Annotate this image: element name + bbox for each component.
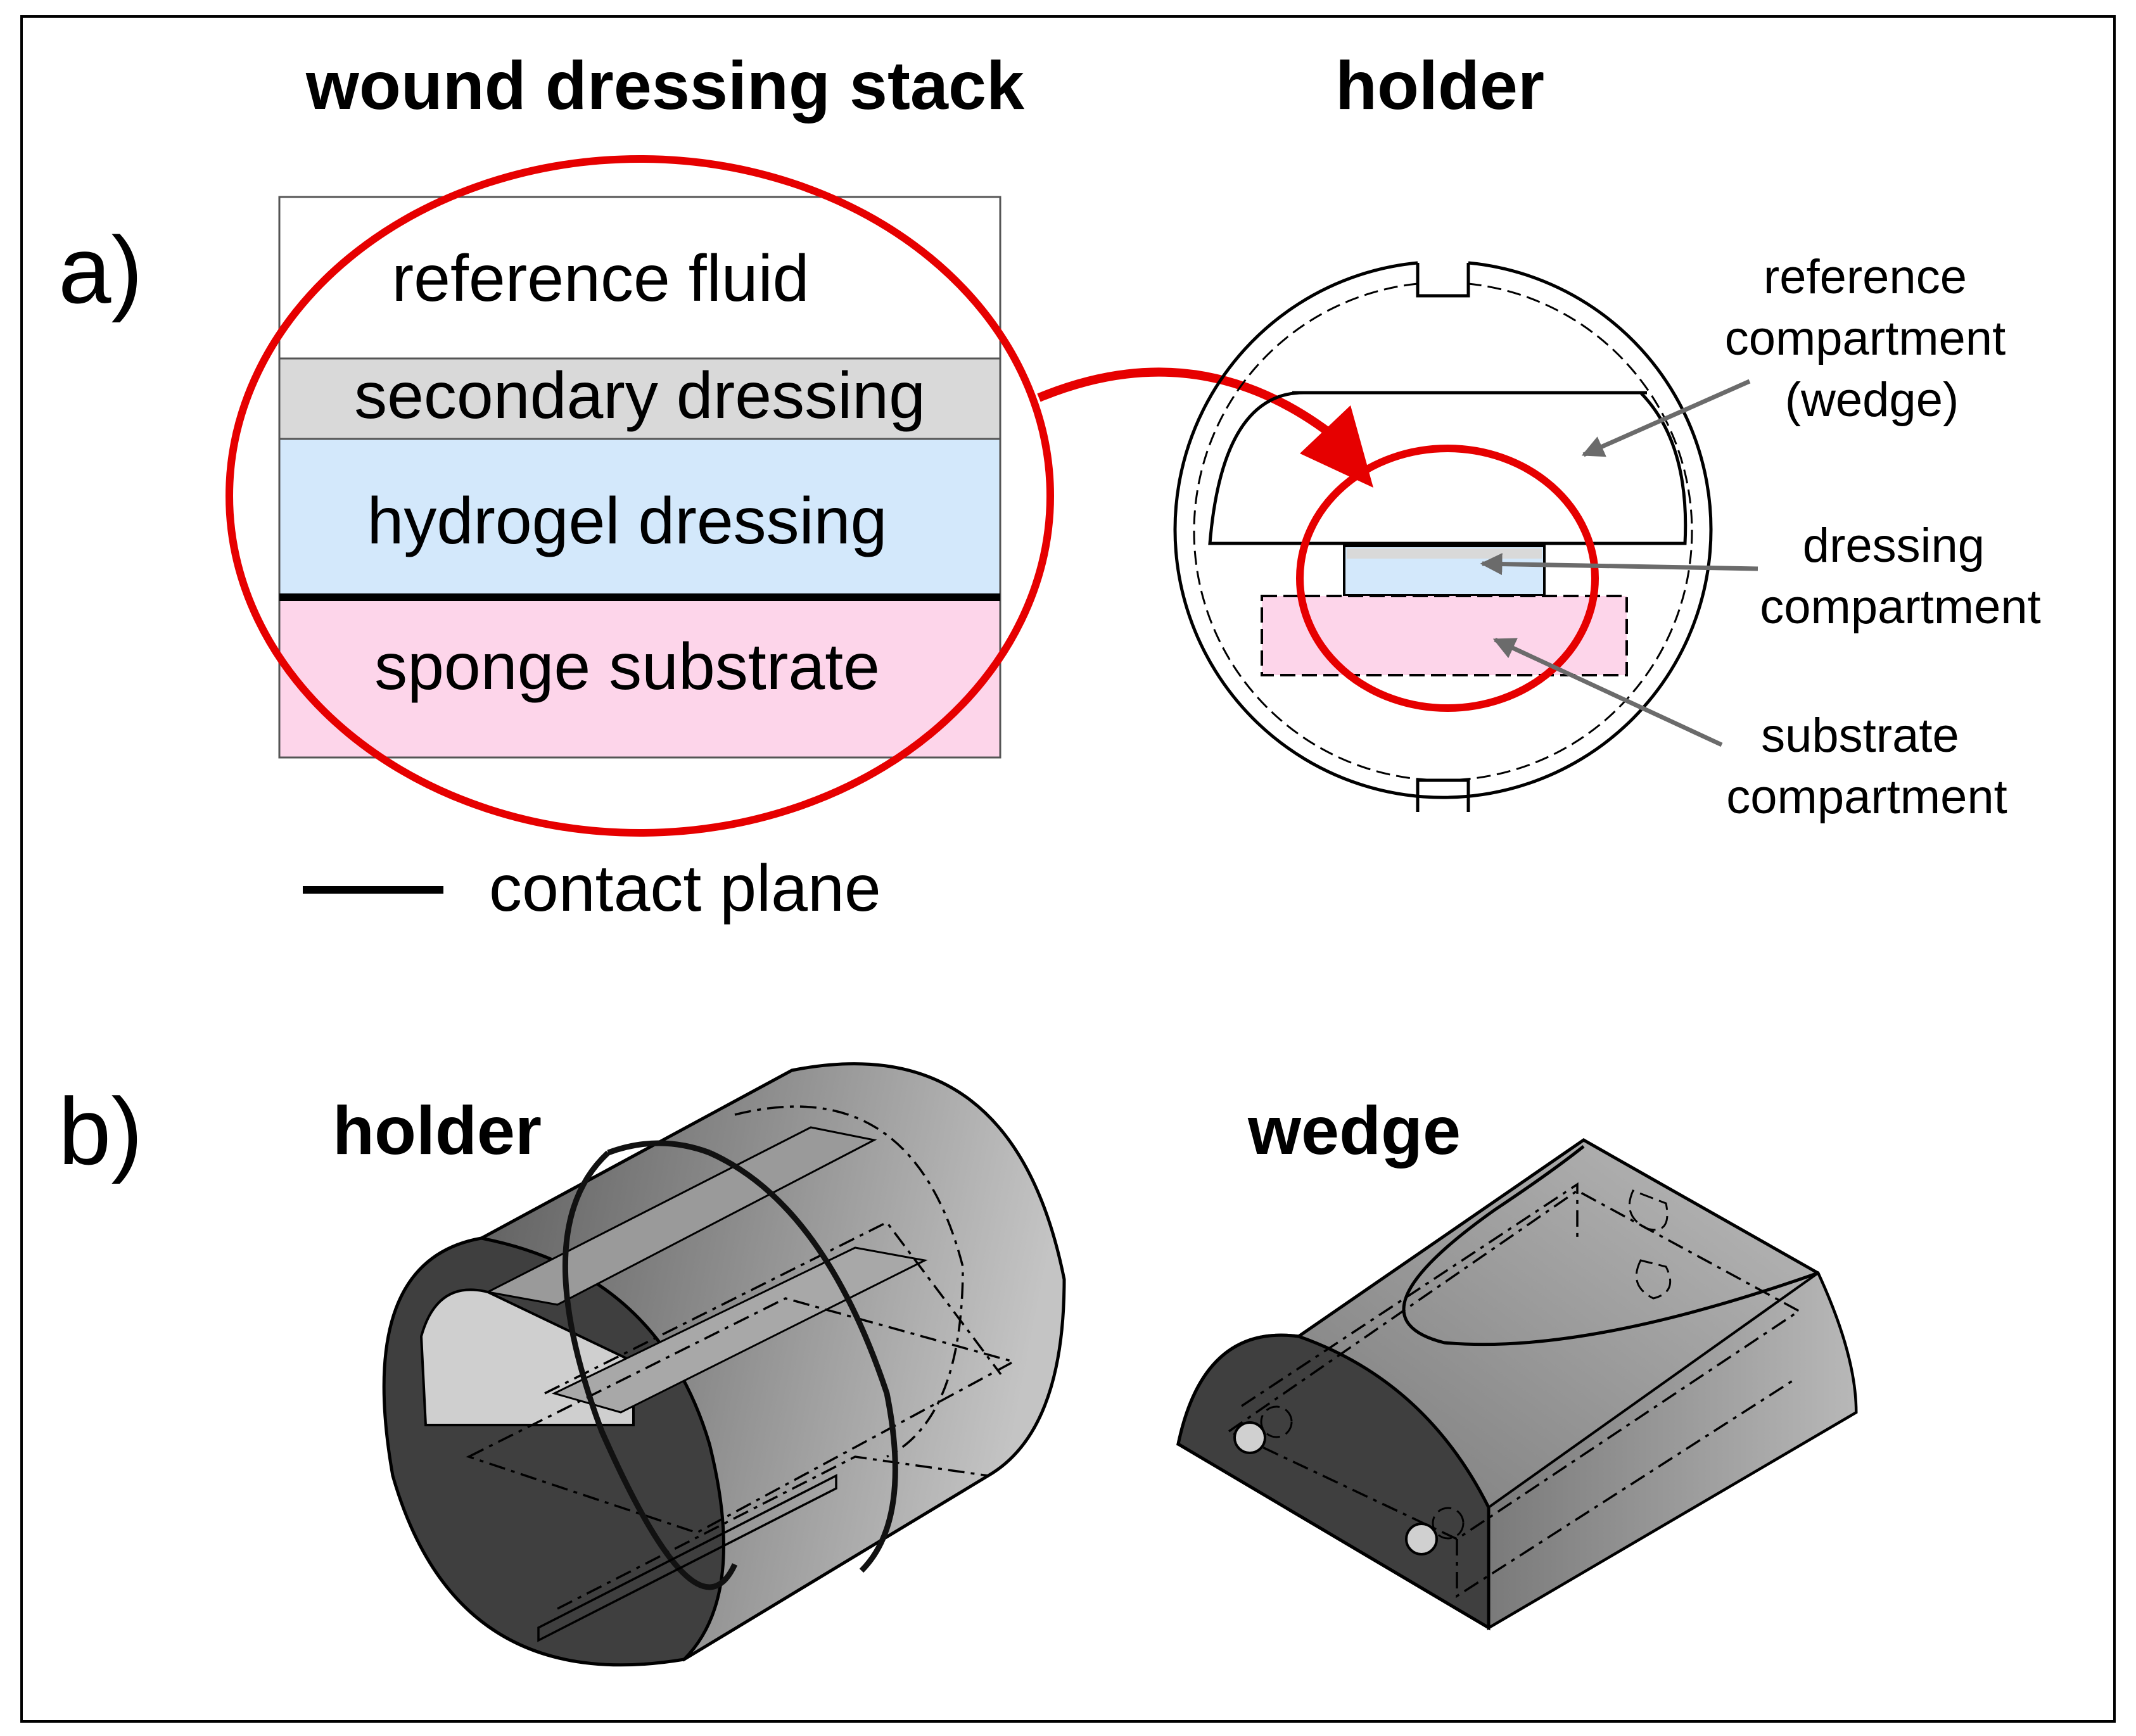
header-wound-dressing-stack: wound dressing stack — [305, 47, 1025, 124]
panel-a-label: a) — [58, 217, 143, 323]
dressing-stack: reference fluid secondary dressing hydro… — [278, 196, 1001, 759]
wedge-3d-hole-1 — [1233, 1421, 1266, 1454]
holder-3d-label: holder — [333, 1092, 542, 1169]
stack-to-holder-arrowhead — [1300, 405, 1373, 488]
holder-outer-circle — [1173, 261, 1713, 799]
layer-sponge-substrate — [278, 596, 1001, 759]
wedge-3d-hole-2 — [1405, 1523, 1438, 1555]
annotation-reference-line2: compartment — [1725, 312, 2006, 365]
wedge-3d-hidden-box-2 — [1241, 1182, 1793, 1599]
holder-3d-bottom-notch — [537, 1474, 837, 1642]
holder-3d-top-cavity — [485, 1126, 877, 1306]
layer-label-sponge-substrate: sponge substrate — [374, 630, 880, 704]
holder-highlight-ellipse — [1296, 445, 1599, 712]
annotation-substrate-compartment: substrate compartment — [1726, 709, 2007, 824]
annotation-reference-compartment: reference compartment (wedge) — [1725, 250, 2019, 427]
stack-to-holder-arrow — [1037, 367, 1346, 447]
layer-secondary-dressing — [278, 357, 1001, 440]
holder-bottom-notch — [1416, 778, 1470, 812]
layer-hydrogel-dressing — [278, 438, 1001, 599]
holder-3d-dressing-slot — [551, 1246, 928, 1414]
annotation-dressing-line1: dressing — [1803, 519, 1985, 573]
wedge-3d-label: wedge — [1247, 1092, 1461, 1169]
holder-3d-hidden-1 — [466, 1297, 1017, 1534]
wedge-3d-model — [1176, 1138, 1858, 1631]
holder-top-notch — [1416, 263, 1470, 298]
layer-label-secondary-dressing: secondary dressing — [354, 359, 925, 433]
holder-3d-model — [382, 1062, 1066, 1667]
header-holder: holder — [1335, 47, 1544, 124]
panel-b-label: b) — [58, 1078, 143, 1184]
figure-border — [20, 15, 2116, 1723]
annotation-substrate-line1: substrate — [1761, 709, 1959, 763]
legend-contact-plane-label: contact plane — [489, 852, 881, 925]
substrate-compartment — [1261, 595, 1628, 676]
dressing-compartment-secondary-strip — [1347, 548, 1542, 559]
layer-label-reference-fluid: reference fluid — [391, 242, 809, 315]
holder-cross-section — [1173, 261, 1713, 812]
annotation-reference-line3: (wedge) — [1785, 373, 1959, 427]
holder-3d-ring-front — [562, 1150, 738, 1590]
wedge-3d-base-edge — [1177, 1442, 1490, 1630]
wedge-3d-hole-2-back — [1432, 1507, 1465, 1540]
pointer-reference — [1581, 379, 1751, 457]
stack-highlight-ellipse — [226, 155, 1054, 837]
pointer-dressing — [1480, 553, 1758, 576]
pointer-substrate — [1492, 637, 1723, 747]
annotation-dressing-compartment: dressing compartment — [1760, 519, 2041, 634]
holder-3d-hidden-3 — [734, 1105, 964, 1458]
reference-compartment-wedge — [1208, 391, 1688, 545]
wedge-3d-end-face — [1487, 1270, 1858, 1630]
wedge-3d-hole-1-back — [1260, 1405, 1293, 1438]
annotation-reference-line1: reference — [1764, 250, 1967, 304]
layer-label-hydrogel-dressing: hydrogel dressing — [367, 485, 887, 558]
holder-3d-hidden-2 — [544, 1220, 1002, 1395]
holder-3d-ring-back — [708, 1150, 898, 1573]
holder-3d-ring-arc — [607, 1140, 711, 1156]
wedge-3d-engraving — [1628, 1189, 1672, 1300]
wedge-3d-ellipse-cut — [1402, 1145, 1819, 1346]
annotation-dressing-line2: compartment — [1760, 580, 2041, 634]
holder-3d-hidden-4 — [557, 1455, 989, 1610]
annotation-substrate-line2: compartment — [1726, 770, 2007, 824]
